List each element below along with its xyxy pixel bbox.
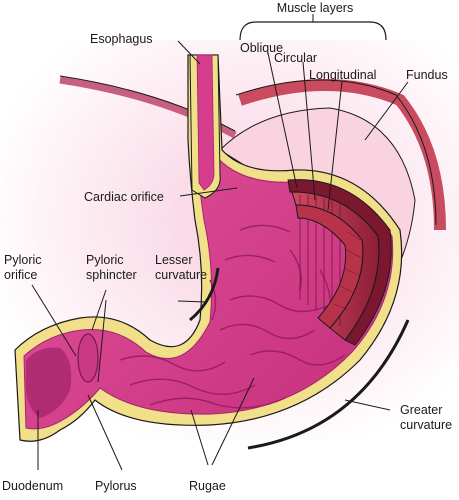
label-lesser-curvature-line2: curvature: [155, 268, 207, 282]
label-pyloric-orifice-line1: Pyloric: [4, 253, 42, 267]
label-oblique: Oblique: [240, 41, 283, 55]
label-duodenum: Duodenum: [2, 479, 63, 493]
muscle-layers-bracket: [239, 21, 387, 41]
rugae-folds: [119, 224, 346, 409]
label-pyloric-orifice-line2: orifice: [4, 268, 37, 282]
greater-curvature-arc: [247, 319, 410, 450]
muscle-layer-longitudinal: [295, 204, 364, 329]
label-greater-curvature-line1: Greater: [400, 403, 442, 417]
label-greater-curvature-line2: curvature: [400, 418, 452, 432]
label-rugae: Rugae: [189, 479, 226, 493]
label-pyloric-sphincter-line1: Pyloric: [86, 253, 124, 267]
esophagus-lumen: [196, 54, 215, 191]
label-longitudinal: Longitudinal: [309, 68, 376, 82]
duodenum-lumen: [26, 347, 72, 418]
label-muscle-layers: Muscle layers: [277, 1, 353, 15]
label-fundus: Fundus: [406, 68, 448, 82]
label-pyloric-sphincter-line2: sphincter: [86, 268, 137, 282]
label-esophagus: Esophagus: [90, 32, 153, 46]
pyloric-sphincter-ring: [77, 333, 99, 383]
leader-lines: [31, 40, 409, 471]
label-circular: Circular: [274, 51, 317, 65]
label-pylorus: Pylorus: [95, 479, 137, 493]
label-cardiac-orifice: Cardiac orifice: [84, 190, 164, 204]
label-lesser-curvature-line1: Lesser: [155, 253, 193, 267]
lesser-curvature-arc: [189, 267, 220, 322]
